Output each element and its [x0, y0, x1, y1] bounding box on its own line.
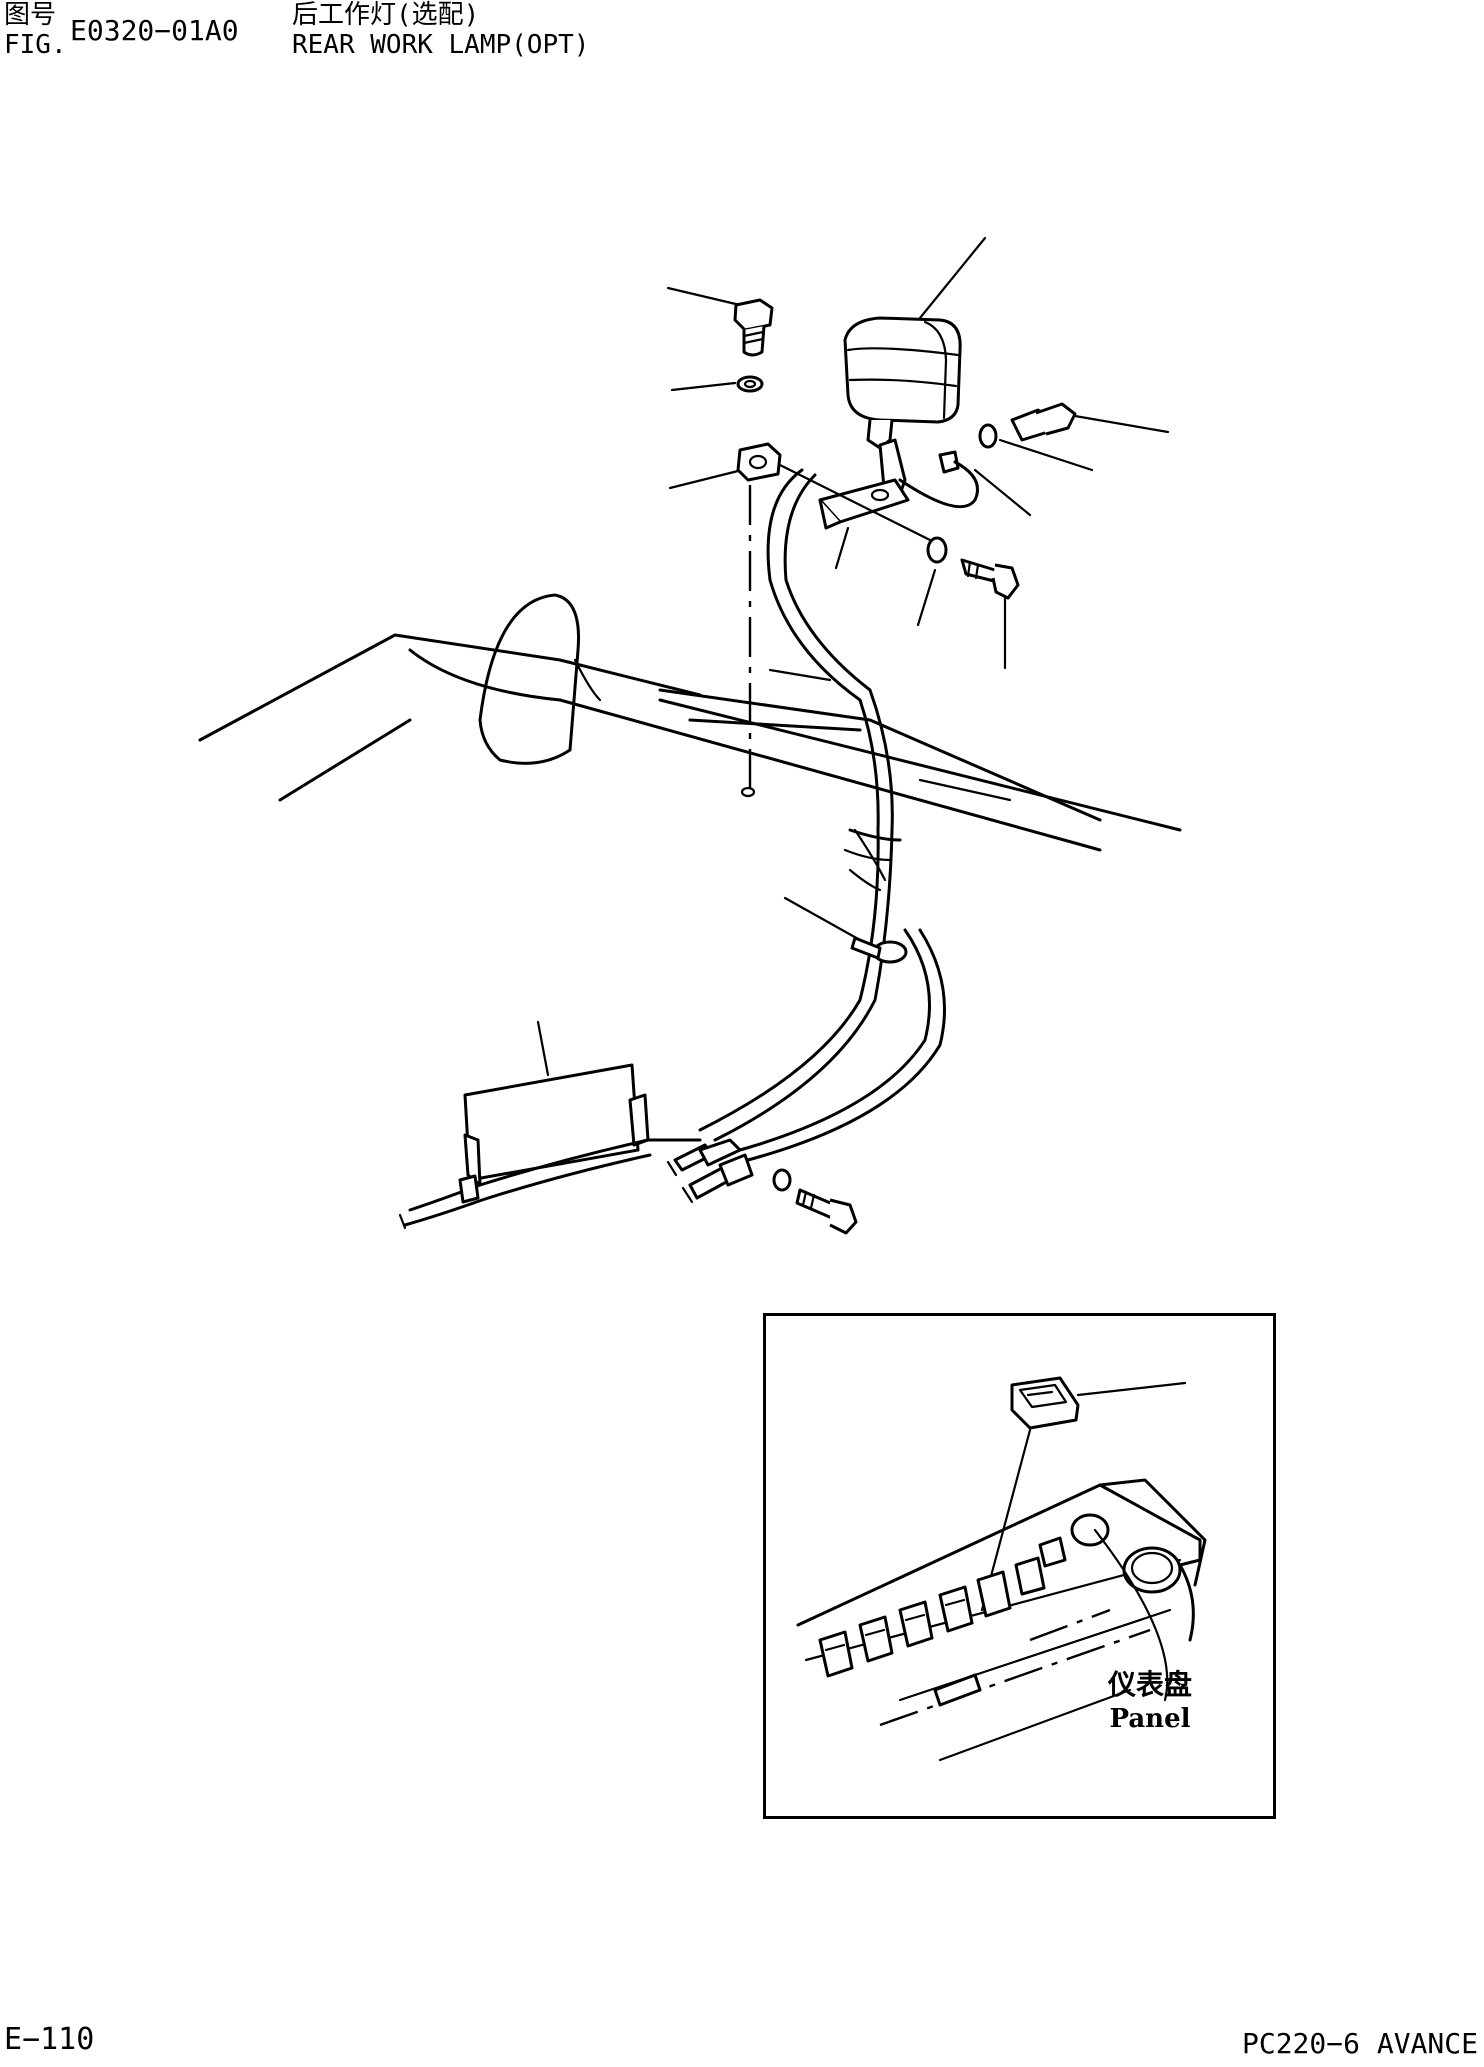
washer-top — [736, 375, 764, 393]
leader-washer-top — [670, 381, 737, 392]
leader-washer-right — [998, 438, 1094, 472]
lamp-bracket — [818, 478, 910, 530]
washer-bottom — [772, 1168, 792, 1192]
fig-number: E0320−01A0 — [70, 14, 239, 47]
relay-box — [398, 1063, 702, 1230]
page-number: E−110 — [4, 2022, 95, 2057]
wire-harness — [698, 468, 946, 1162]
bolt-bottom — [795, 1188, 858, 1235]
title-en: REAR WORK LAMP(OPT) — [292, 30, 590, 60]
inset-frame — [763, 1313, 1276, 1819]
bolt-top — [733, 298, 774, 357]
cable-tie — [850, 936, 908, 964]
panel-label-cn: 仪表盘 — [1107, 1668, 1192, 1701]
panel-label-en: Panel — [1109, 1704, 1191, 1734]
washer-low — [926, 536, 948, 564]
fig-label-cn: 图号 — [4, 0, 57, 30]
fig-label-en: FIG. — [4, 30, 67, 60]
machine-body — [198, 593, 1182, 852]
model-name: PC220−6 AVANCE — [1241, 2027, 1478, 2060]
leader-lamp — [918, 236, 987, 320]
leader-tie — [783, 896, 862, 942]
rear-work-lamp-drawing — [198, 236, 1182, 1235]
leader-relay — [536, 1020, 550, 1077]
bolt-low — [960, 558, 1020, 600]
title-cn: 后工作灯(选配) — [292, 0, 480, 30]
cable-clip — [938, 450, 960, 474]
leader-clip — [973, 468, 1032, 517]
bolt-right — [1010, 402, 1077, 442]
plate-nut — [736, 442, 782, 482]
leader-bolt-right — [1073, 414, 1170, 434]
leader-washer-low — [916, 568, 937, 627]
connectors — [666, 1138, 754, 1204]
leader-plate — [668, 468, 744, 490]
leader-bolt-top — [666, 286, 742, 307]
leader-bracket — [834, 526, 850, 570]
washer-right — [978, 423, 998, 449]
